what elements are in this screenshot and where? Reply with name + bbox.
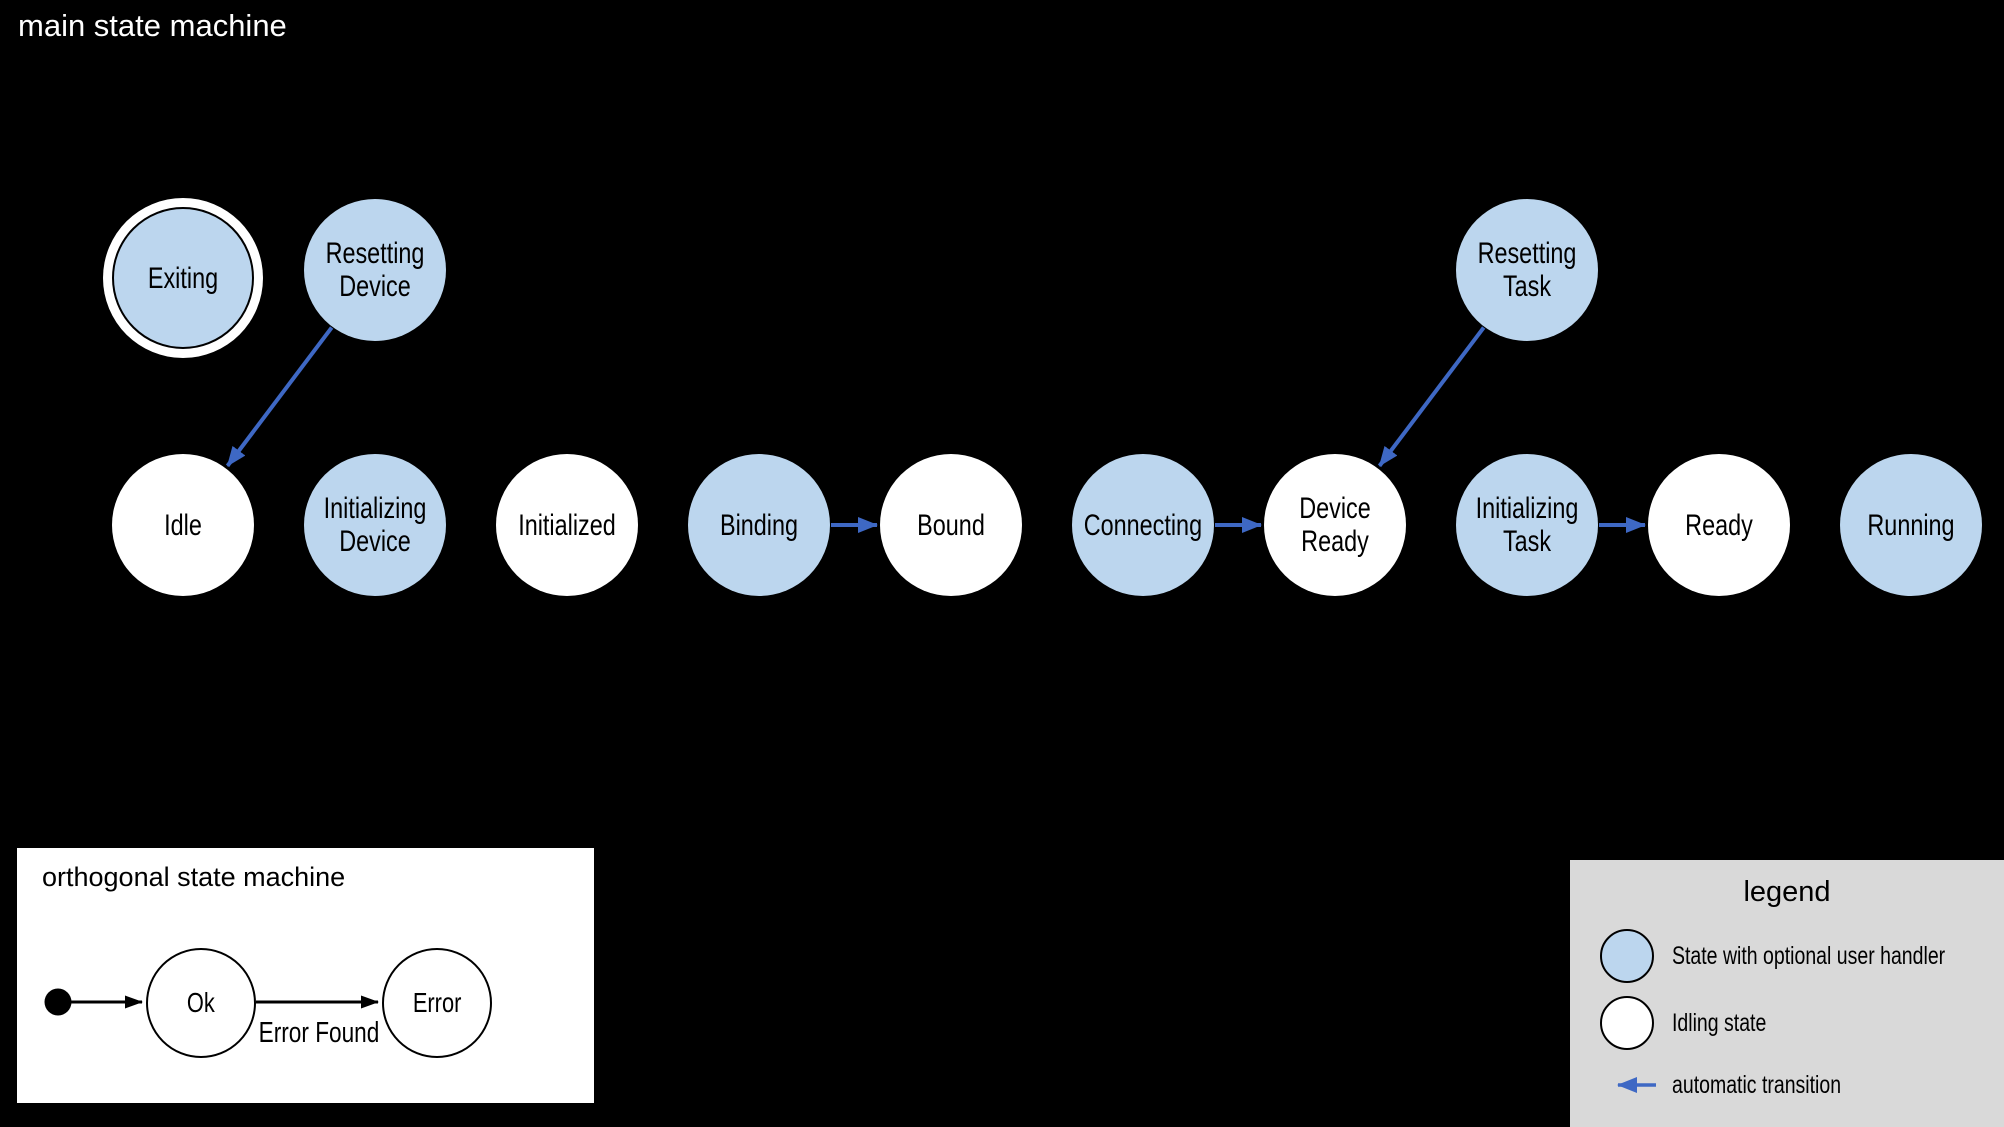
initial-state-dot bbox=[44, 988, 72, 1016]
legend-title: legend bbox=[1743, 876, 1831, 908]
orthogonal-machine-title: orthogonal state machine bbox=[42, 862, 346, 892]
idling-state-swatch-icon bbox=[1600, 996, 1654, 1050]
transition-label-error-found: Error Found bbox=[258, 1017, 380, 1049]
legend-item-idling-state: Idling state bbox=[1570, 996, 1793, 1050]
orthogonal-machine-arrows bbox=[44, 988, 379, 1016]
state-ok: Ok bbox=[146, 948, 256, 1058]
legend-item-label: Idling state bbox=[1672, 1008, 1767, 1037]
state-label: Ok bbox=[187, 987, 215, 1018]
state-label: Running bbox=[1867, 508, 1955, 542]
state-idle: Idle bbox=[112, 454, 254, 596]
state-label: Initializing Task bbox=[1475, 492, 1579, 558]
state-label: Error bbox=[412, 987, 462, 1018]
state-label: Resetting Task bbox=[1477, 237, 1577, 303]
state-initialized: Initialized bbox=[496, 454, 638, 596]
transition-arrow-resetting-task-device-ready bbox=[1377, 326, 1486, 468]
legend-item-automatic-transition: automatic transition bbox=[1570, 1070, 1889, 1099]
state-error: Error bbox=[382, 948, 492, 1058]
state-ready: Ready bbox=[1648, 454, 1790, 596]
state-resetting-device: Resetting Device bbox=[304, 199, 446, 341]
handler-state-swatch-icon bbox=[1600, 929, 1654, 983]
legend-item-label: automatic transition bbox=[1672, 1070, 1842, 1099]
state-label: Connecting bbox=[1083, 508, 1203, 542]
state-label: Ready bbox=[1685, 508, 1753, 542]
automatic-transition-arrow-icon bbox=[1617, 1077, 1656, 1093]
state-label: Initializing Device bbox=[323, 492, 427, 558]
legend-item-handler-state: State with optional user handler bbox=[1570, 929, 2004, 983]
state-bound: Bound bbox=[880, 454, 1022, 596]
state-label: Initialized bbox=[518, 508, 616, 542]
legend-item-label: State with optional user handler bbox=[1672, 941, 1946, 970]
state-label: Exiting bbox=[147, 261, 219, 295]
state-label: Binding bbox=[719, 508, 799, 542]
orthogonal-machine-panel: orthogonal state machine Ok Error Error … bbox=[17, 848, 594, 1103]
state-resetting-task: Resetting Task bbox=[1456, 199, 1598, 341]
state-initializing-task: Initializing Task bbox=[1456, 454, 1598, 596]
legend-panel: legend State with optional user handler … bbox=[1570, 860, 2004, 1127]
state-device-ready: Device Ready bbox=[1264, 454, 1406, 596]
state-label: Idle bbox=[164, 508, 202, 542]
state-connecting: Connecting bbox=[1072, 454, 1214, 596]
transition-arrow-resetting-device-idle bbox=[225, 326, 334, 468]
state-exiting: Exiting bbox=[112, 207, 254, 349]
main-title: main state machine bbox=[18, 8, 287, 43]
state-label: Bound bbox=[917, 508, 985, 542]
state-initializing-device: Initializing Device bbox=[304, 454, 446, 596]
state-binding: Binding bbox=[688, 454, 830, 596]
state-label: Resetting Device bbox=[325, 237, 425, 303]
state-label: Device Ready bbox=[1299, 492, 1371, 558]
state-running: Running bbox=[1840, 454, 1982, 596]
